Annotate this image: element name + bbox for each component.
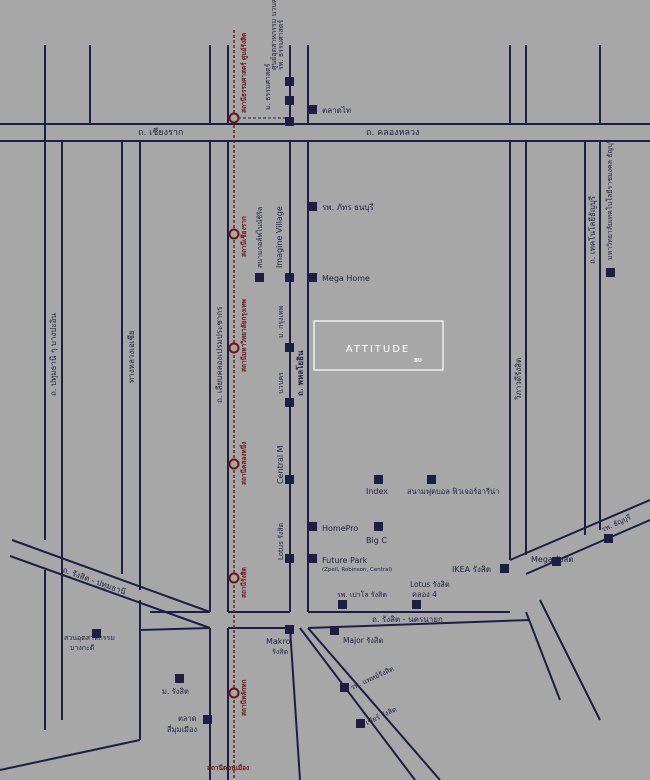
- road-label-vibhavadi: วิภาวดีรังสิต: [514, 358, 523, 401]
- road-labels: ถ. เชียงราก ถ. คลองหลวง ถ. ปทุมธานี ๆ บา…: [49, 127, 597, 624]
- station-label: สถานีหลักหก: [240, 680, 248, 716]
- place-label: Mega Home: [322, 274, 370, 283]
- road-label-thanya-buri: ถ. เทคโนโลยีธัญบุรี: [587, 195, 597, 264]
- place-label: IKEA รังสิต: [452, 565, 491, 574]
- place-label: Lotus รังสิต: [277, 522, 285, 560]
- place-marker-icon: [552, 557, 561, 566]
- project-title: ATTITUDE: [346, 344, 411, 355]
- station-label: สถานีรังสิต: [240, 567, 248, 598]
- place-label: เซียร์ รังสิต: [364, 705, 398, 726]
- station-markers: [228, 112, 240, 699]
- place-marker-icon: [308, 522, 317, 531]
- place-label: Big C: [366, 536, 387, 545]
- place-label: Lotus รังสิต: [410, 580, 450, 589]
- place-label: สนามกอล์ฟไนน์ชิริล: [255, 207, 264, 268]
- place-label: ศูนย์อุตสาหกรรม นวนคร: [270, 0, 278, 70]
- station-label: สถานีดอนเมือง: [207, 764, 249, 772]
- road-label-asian-highway: ทางหลวงเอเชีย: [127, 330, 136, 383]
- road-network: [0, 45, 650, 780]
- place-marker-icon: [356, 719, 365, 728]
- road-label-khlong-prem: ถ. เลียบคลองเปรมประชากร: [215, 306, 224, 403]
- place-marker-icon: [175, 674, 184, 683]
- place-marker-icon: [285, 117, 294, 126]
- place-label: สี่มุมเมือง: [167, 724, 198, 734]
- road-label-chiang-rak: ถ. เชียงราก: [138, 127, 183, 138]
- place-label: Central M: [276, 445, 285, 484]
- station-label: สถานีมหาวิทยาลัยกรุงเทพ: [240, 299, 248, 372]
- station-label: สถานีเชียงราก: [240, 216, 248, 257]
- place-marker-icon: [374, 475, 383, 484]
- place-labels: ศูนย์อุตสาหกรรม นวนคร รพ. ธรรมศาสตร์ ม. …: [64, 0, 632, 734]
- place-marker-icon: [604, 534, 613, 543]
- place-label: บางกะดี: [70, 644, 94, 652]
- place-marker-icon: [374, 522, 383, 531]
- place-label: ตลาด: [178, 714, 197, 723]
- place-label: รพ. เปาโล รังสิต: [337, 590, 387, 599]
- place-marker-icon: [285, 625, 294, 634]
- place-label: นวนคร: [277, 372, 285, 394]
- station-circle-icon: [228, 687, 240, 699]
- place-marker-icon: [308, 554, 317, 563]
- project-subtitle: BU: [414, 358, 422, 364]
- place-marker-icon: [285, 398, 294, 407]
- road-label-phahonyothin: ถ. พหลโยธิน: [295, 350, 305, 396]
- station-circle-icon: [228, 572, 240, 584]
- place-label: รังสิต: [272, 648, 288, 656]
- station-labels: สถานีธรรมศาสตร์ ศูนย์รังสิต สถานีเชียงรา…: [207, 33, 249, 772]
- place-marker-icon: [308, 202, 317, 211]
- station-circle-icon: [228, 458, 240, 470]
- station-circle-icon: [228, 342, 240, 354]
- place-marker-icon: [285, 77, 294, 86]
- place-label: ม. กรุงเทพ: [277, 306, 285, 338]
- place-marker-icon: [340, 683, 349, 692]
- place-marker-icon: [500, 564, 509, 573]
- place-label: Index: [366, 487, 388, 496]
- place-marker-icon: [338, 600, 347, 609]
- place-label: Imagine Village: [275, 206, 284, 268]
- place-label: (Zpell, Robinson, Central): [322, 567, 392, 573]
- station-circle-icon: [228, 112, 240, 124]
- place-label: Makro: [266, 637, 291, 646]
- road-label-pathum-thani: ถ. ปทุมธานี ๆ บางปะอิน: [49, 313, 58, 396]
- place-marker-icon: [330, 626, 339, 635]
- place-label: รพ. แพทย์รังสิต: [349, 665, 395, 692]
- place-label: คลอง 4: [412, 590, 437, 599]
- place-label: รพ. ภัทร ธนบุรี: [322, 203, 374, 212]
- place-marker-icon: [606, 268, 615, 277]
- station-label: สถานีธรรมศาสตร์ ศูนย์รังสิต: [240, 33, 249, 113]
- place-marker-icon: [308, 105, 317, 114]
- place-label: Mega รังสิต: [531, 555, 574, 564]
- station-label: สถานีคลองหนึ่ง: [238, 442, 248, 485]
- place-marker-icon: [285, 96, 294, 105]
- place-marker-icon: [203, 715, 212, 724]
- place-marker-icon: [285, 475, 294, 484]
- place-label: สนามฟุตบอล ฟิวเจอร์อารีน่า: [407, 487, 499, 496]
- place-marker-icon: [255, 273, 264, 282]
- place-label: ตลาดไท: [322, 106, 351, 115]
- place-label: มหาวิทยาลัยเทคโนโลยีราชมงคล ธัญบุรี: [605, 139, 614, 260]
- place-label: Future Park: [322, 556, 368, 565]
- project-box: [313, 320, 444, 371]
- place-marker-icon: [285, 554, 294, 563]
- place-label: HomePro: [322, 524, 358, 533]
- project-highlight: ATTITUDE BU: [313, 320, 444, 371]
- place-label: ม. ธรรมศาสตร์: [264, 63, 272, 110]
- place-markers: [92, 77, 615, 728]
- place-marker-icon: [285, 343, 294, 352]
- place-marker-icon: [308, 273, 317, 282]
- road-label-rangsit-nakhon: ถ. รังสิต - นครนายก: [372, 615, 443, 624]
- place-marker-icon: [427, 475, 436, 484]
- place-label: Major รังสิต: [343, 636, 383, 645]
- place-label: รพ. ธรรมศาสตร์: [277, 20, 285, 70]
- place-label: สวนอุตสาหกรรม: [64, 634, 115, 642]
- place-label: ม. รังสิต: [162, 687, 189, 696]
- station-circle-icon: [228, 228, 240, 240]
- road-label-khlong-luang: ถ. คลองหลวง: [366, 128, 419, 138]
- place-marker-icon: [285, 273, 294, 282]
- place-marker-icon: [92, 629, 101, 638]
- place-marker-icon: [412, 600, 421, 609]
